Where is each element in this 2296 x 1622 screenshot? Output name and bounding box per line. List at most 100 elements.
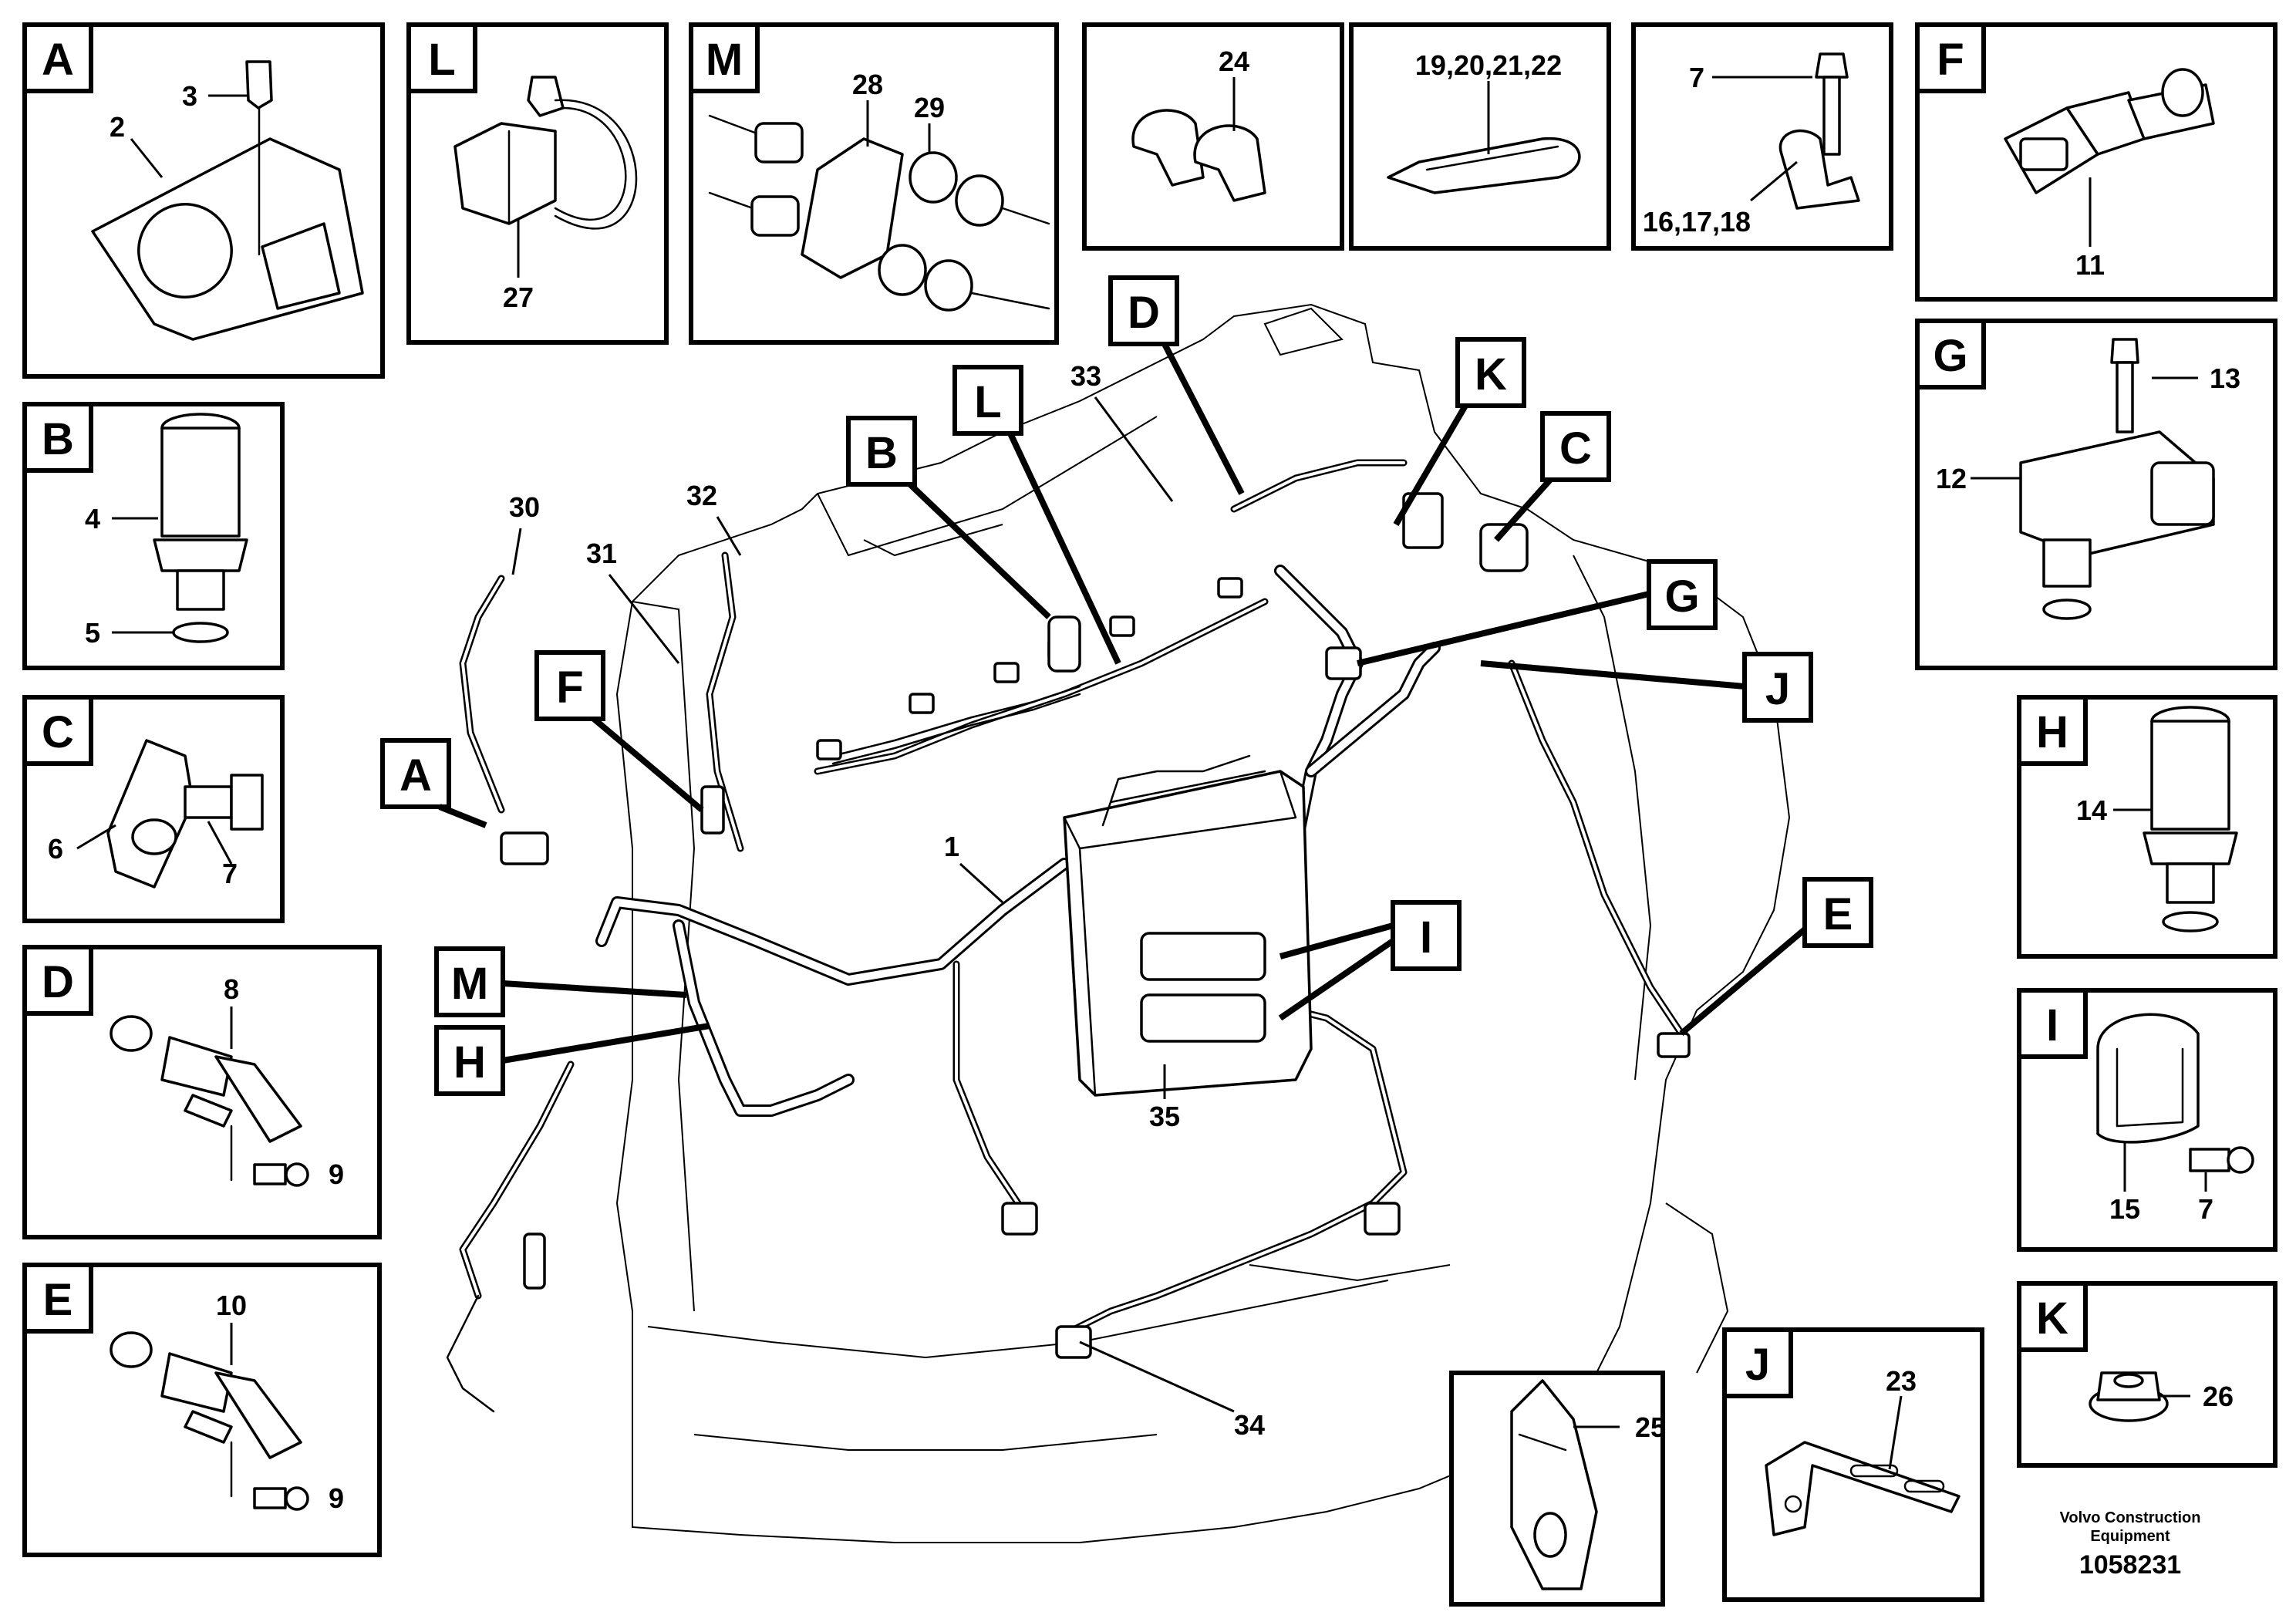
inset-b-tag: B [42,414,74,464]
svg-text:I: I [1420,912,1432,963]
part-number-6: 6 [48,833,63,865]
inset-f-drawing [2004,68,2215,194]
inset-g-drawing [2019,338,2215,620]
svg-text:K: K [1475,349,1507,400]
inset-g: G 13 12 [1915,319,2277,670]
callout-f: F [534,650,704,813]
inset-b-drawing [153,413,248,643]
svg-text:D: D [1128,288,1160,338]
callout-m: M [434,946,687,1017]
inset-a-drawing [91,60,364,341]
inset-h: H 14 [2017,695,2277,959]
callout-l: L [952,365,1121,665]
inset-f-tag: F [1937,35,1964,85]
inset-g-tag: G [1933,331,1967,381]
inset-c-tag: C [42,707,74,757]
callout-i: I [1278,900,1462,1021]
part-number-33: 33 [1070,360,1101,392]
callout-c: C [1494,411,1611,542]
svg-text:B: B [865,428,898,478]
part-number-34: 34 [1234,1409,1265,1441]
svg-text:A: A [400,750,432,801]
inset-c-drawing [106,739,264,889]
inset-i-drawing [2096,1013,2254,1174]
part-number-27: 27 [503,282,534,313]
part-number-13: 13 [2210,363,2240,394]
inset-24: 24 [1082,22,1344,251]
inset-16-18: 7 16,17,18 [1631,22,1893,251]
inset-e: E 10 9 [22,1263,382,1557]
part-number-12: 12 [1936,463,1967,494]
engine-sensors [446,492,1691,1413]
part-number-30: 30 [509,491,540,523]
part-number-9-e: 9 [329,1482,344,1514]
part-number-7-c: 7 [222,858,238,889]
callout-b: B [846,416,1051,619]
callout-e: E [1679,877,1873,1037]
inset-d-drawing [110,1015,309,1187]
callout-d: D [1108,275,1245,495]
part-number-26: 26 [2203,1381,2234,1412]
part-number-8: 8 [224,973,239,1005]
main-part-labels: 30 31 32 33 1 35 34 [509,360,1265,1441]
inset-h-tag: H [2036,707,2068,757]
part-number-11: 11 [2075,249,2105,281]
inset-c: C 6 7 [22,695,285,923]
inset-l: L 27 [406,22,669,345]
inset-j: J 23 [1722,1327,1984,1602]
part-number-14: 14 [2076,794,2107,826]
inset-m-tag: M [706,35,743,85]
svg-text:L: L [974,377,1001,427]
part-number-31: 31 [586,538,617,569]
part-number-1: 1 [944,831,959,862]
inset-k-tag: K [2036,1293,2068,1344]
inset-24-drawing [1131,109,1266,202]
inset-m: M 28 29 [689,22,1059,345]
inset-19-22: 19,20,21,22 [1349,22,1611,251]
svg-text:E: E [1823,889,1853,939]
injector-harness [816,577,1243,765]
svg-text:M: M [451,959,488,1009]
credit-line-2: Equipment [2090,1528,2170,1545]
part-number-5: 5 [85,617,100,649]
callout-a: A [380,738,487,828]
inset-l-tag: L [428,35,455,85]
drawing-number: 1058231 [2079,1550,2181,1580]
part-number-4: 4 [85,503,100,534]
part-number-16-18: 16,17,18 [1643,206,1751,238]
part-number-15: 15 [2109,1193,2140,1225]
part-number-3: 3 [182,80,197,112]
svg-text:F: F [556,663,583,713]
inset-d: D 8 9 [22,945,382,1239]
callout-k: K [1393,337,1526,527]
inset-i: I 15 7 [2017,988,2277,1252]
svg-text:C: C [1559,423,1592,474]
footer: Volvo Construction Equipment 1058231 [2060,1509,2201,1580]
inset-e-drawing [110,1331,309,1511]
part-number-2: 2 [110,111,125,143]
part-number-25: 25 [1635,1411,1666,1443]
inset-l-drawing [453,76,638,230]
inset-d-tag: D [42,957,74,1007]
svg-text:J: J [1765,664,1790,714]
part-number-24: 24 [1219,46,1249,77]
inset-19-22-drawing [1387,137,1581,194]
part-number-7-i: 7 [2198,1193,2213,1225]
inset-j-drawing [1765,1441,1961,1536]
inset-e-tag: E [43,1275,73,1325]
inset-a-tag: A [42,35,74,85]
inset-i-tag: I [2046,1000,2058,1050]
inset-25-drawing [1510,1379,1598,1590]
svg-text:H: H [453,1037,486,1088]
callout-j: J [1480,652,1813,723]
part-number-35: 35 [1149,1101,1180,1132]
part-number-23: 23 [1886,1365,1917,1397]
part-number-7-top: 7 [1689,62,1704,93]
callout-h: H [434,1023,710,1096]
inset-a: A 3 2 [22,22,385,379]
inset-b: B 4 5 [22,402,285,670]
svg-text:G: G [1664,572,1699,622]
inset-25: 25 [1449,1371,1666,1607]
callout-g: G [1357,559,1718,666]
